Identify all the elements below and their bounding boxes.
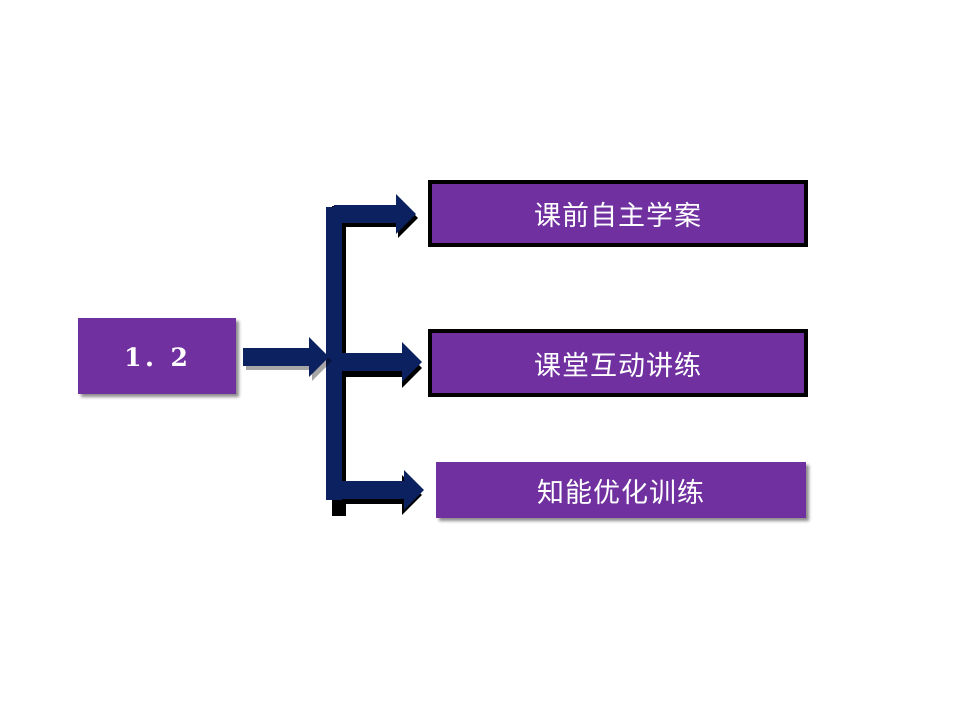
branch-box-1[interactable]: 课前自主学案 <box>428 180 808 247</box>
root-arrow <box>243 337 329 377</box>
branch-box-2[interactable]: 课堂互动讲练 <box>428 329 808 397</box>
root-box: 1．2 <box>78 318 236 394</box>
root-label: 1．2 <box>124 343 190 372</box>
vertical-bar <box>326 207 342 500</box>
branch-label-2: 课堂互动讲练 <box>534 350 702 382</box>
branch-label-1: 课前自主学案 <box>534 201 702 232</box>
branch-box-3[interactable]: 知能优化训练 <box>436 462 806 518</box>
branch-label-3: 知能优化训练 <box>537 477 705 509</box>
